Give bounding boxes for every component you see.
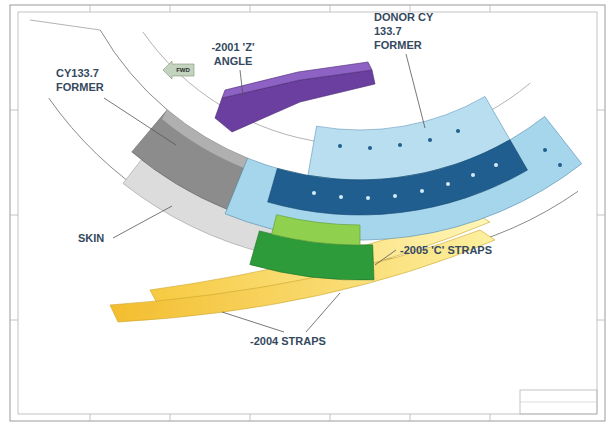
web-holes — [338, 129, 562, 167]
former-edge — [100, 30, 167, 110]
fwd-arrow — [163, 61, 194, 79]
part-label: CY133.7 FORMER — [56, 66, 114, 94]
donor-former-flange — [268, 140, 528, 215]
title-block — [520, 390, 597, 414]
part-label: SKIN — [78, 231, 118, 245]
border-ticks — [10, 5, 605, 421]
fastener-holes — [312, 163, 498, 200]
z-angle-flange — [222, 62, 372, 98]
c-strap-light — [272, 215, 360, 245]
strap-lower — [110, 230, 495, 322]
sheet-frame — [10, 5, 605, 421]
part-label: -2004 STRAPS — [250, 334, 360, 348]
direction-label: FWD — [172, 66, 194, 74]
leader-lines — [104, 54, 425, 332]
sheet-border — [18, 12, 597, 414]
part-label: -2001 'Z' ANGLE — [196, 40, 270, 68]
part-label: DONOR CY 133.7 FORMER — [374, 10, 434, 52]
part-label: -2005 'C' STRAPS — [400, 243, 530, 257]
former-end-line — [30, 20, 100, 30]
title-block-rule — [520, 402, 597, 403]
